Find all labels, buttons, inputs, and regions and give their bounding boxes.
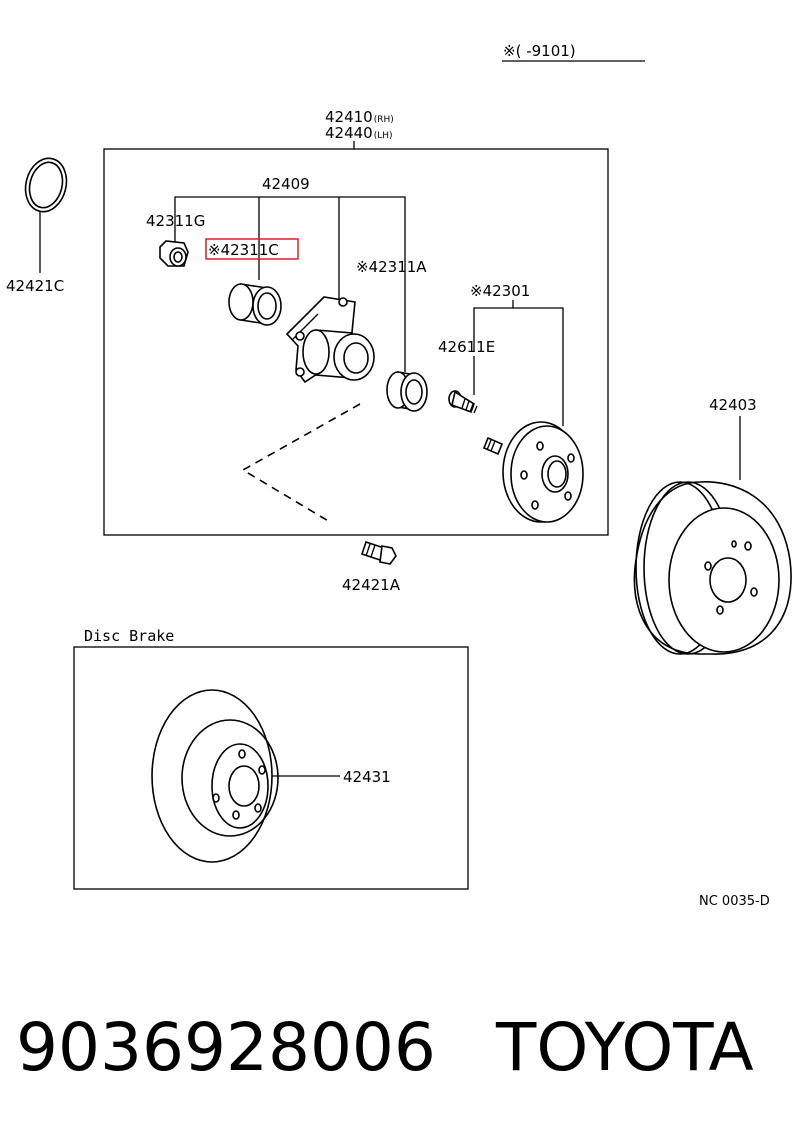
highlight-box-42311c[interactable] xyxy=(205,238,299,260)
label-42440: 42440(LH) xyxy=(325,124,393,142)
bearing-42311c xyxy=(228,283,282,326)
bolt-42421a xyxy=(360,540,397,565)
assembly-frame xyxy=(103,148,609,536)
label-42301: ※42301 xyxy=(470,282,530,300)
label-42431: 42431 xyxy=(343,768,391,786)
label-42410: 42410(RH) xyxy=(325,108,394,126)
hub-carrier xyxy=(285,296,375,384)
nut-42311g xyxy=(159,240,189,267)
o-ring-42421c-inner xyxy=(28,161,64,209)
disc-brake-frame xyxy=(73,646,469,890)
label-42421c: 42421C xyxy=(6,277,64,295)
label-42611e: 42611E xyxy=(438,338,495,356)
label-42311g: 42311G xyxy=(146,212,205,230)
applicability-note: ※( -9101) xyxy=(503,42,576,60)
disc-brake-title: Disc Brake xyxy=(84,627,174,645)
bracket-42409 xyxy=(174,196,406,372)
hub-42301 xyxy=(482,421,584,523)
label-42421a: 42421A xyxy=(342,576,401,594)
bracket-42301 xyxy=(473,307,564,426)
assembly-guide-dashed xyxy=(241,403,361,523)
diagram-code: NC 0035-D xyxy=(699,894,770,909)
bolt-42611e xyxy=(448,390,478,414)
footer-part-number: 9036928006 xyxy=(16,1009,436,1086)
label-42403: 42403 xyxy=(709,396,757,414)
label-42311a: ※42311A xyxy=(356,258,427,276)
brake-rotor-42431 xyxy=(151,689,279,863)
label-42409: 42409 xyxy=(262,175,310,193)
label-42311c[interactable]: ※42311C xyxy=(208,241,279,259)
brake-drum-42403 xyxy=(633,481,792,655)
seal-42311a xyxy=(386,371,428,412)
footer-brand: TOYOTA xyxy=(495,1009,754,1086)
